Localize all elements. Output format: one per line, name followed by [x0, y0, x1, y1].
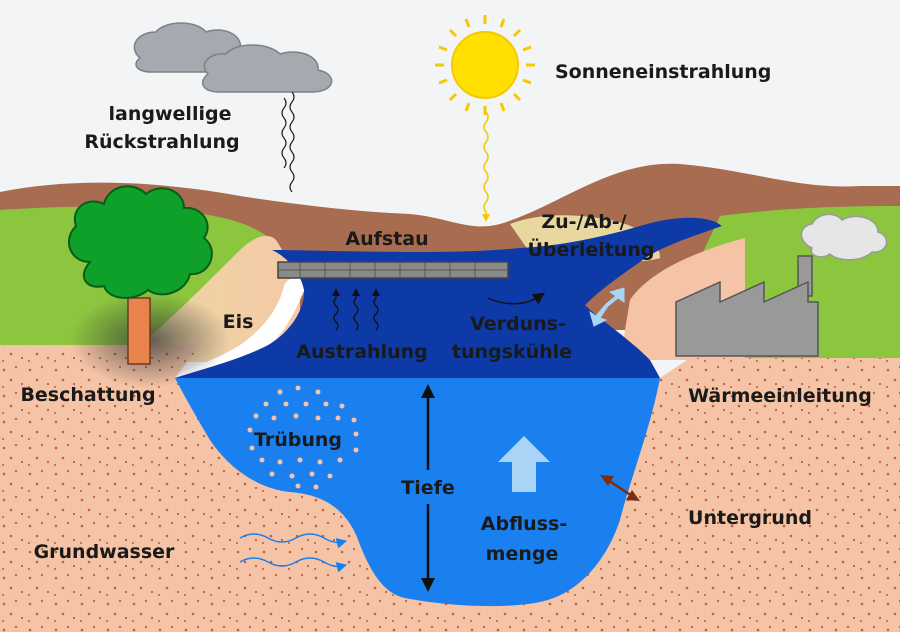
sun-icon: [435, 15, 535, 115]
tree-icon: [68, 185, 213, 365]
label-tiefe: Tiefe: [401, 477, 455, 499]
label-zuableitung-2: Überleitung: [528, 237, 655, 261]
label-truebung: Trübung: [254, 429, 342, 451]
label-beschattung: Beschattung: [20, 384, 155, 406]
backradiation-arrows: [281, 91, 295, 193]
label-abfluss-2: menge: [486, 543, 559, 565]
radiation-arrowheads: [332, 288, 380, 296]
depth-arrow: [421, 384, 435, 592]
solar-ray-head: [482, 214, 490, 222]
solar-ray: [483, 111, 489, 218]
label-eis: Eis: [223, 311, 254, 333]
label-rueckstrahlung-1: langwellige: [109, 103, 232, 125]
label-rueckstrahlung-2: Rückstrahlung: [84, 131, 239, 153]
label-verdunstung-1: Verduns-: [470, 313, 566, 335]
label-grundwasser: Grundwasser: [34, 541, 175, 563]
label-verdunstung-2: tungskühle: [452, 341, 572, 363]
bridge-icon: [277, 261, 509, 279]
label-aufstau: Aufstau: [345, 228, 428, 250]
label-sonneneinstrahlung: Sonneneinstrahlung: [555, 61, 771, 83]
water-deep: [175, 378, 660, 607]
water-surface: [175, 217, 722, 378]
label-abfluss-1: Abfluss-: [481, 513, 567, 535]
factory-icon: [675, 213, 888, 357]
label-untergrund: Untergrund: [688, 507, 812, 529]
label-austrahlung: Austrahlung: [296, 341, 428, 363]
groundwater-flow-arrows: [239, 533, 348, 573]
cloud-icon: [133, 22, 333, 93]
ground-exchange-arrow: [600, 475, 640, 501]
exchange-arrow-icon: [589, 287, 625, 327]
label-waermeeinleitung: Wärmeeinleitung: [688, 385, 872, 407]
radiation-arrows: [333, 294, 379, 331]
evaporation-arrow: [487, 292, 545, 305]
turbidity-dots: [247, 385, 359, 490]
label-zuableitung-1: Zu-/Ab-/: [541, 211, 626, 233]
discharge-arrow-icon: [498, 436, 550, 492]
